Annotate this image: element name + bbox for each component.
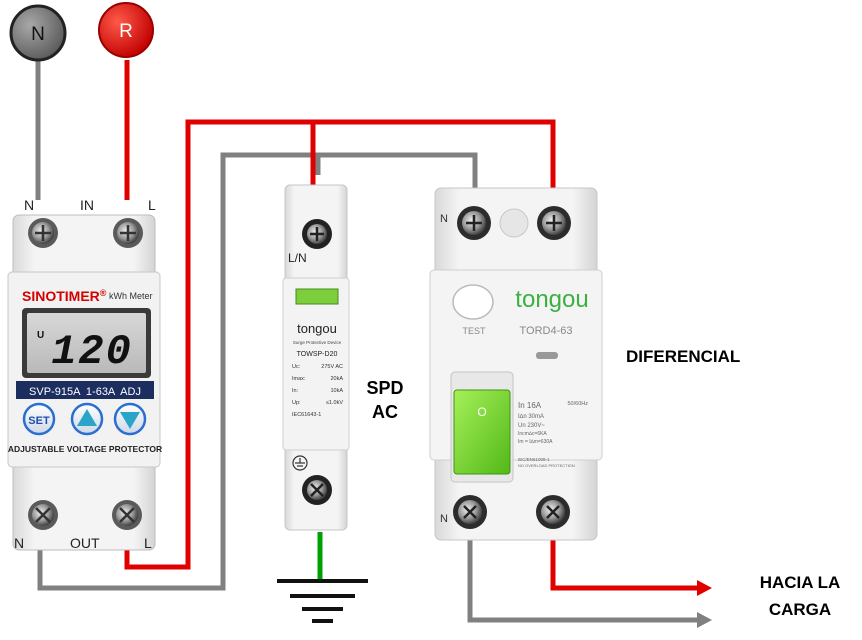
rcd-toggle-lever[interactable]: O xyxy=(453,389,511,475)
display-unit: U xyxy=(37,330,44,341)
output-caption-line2: CARGA xyxy=(768,600,832,619)
surge-protector: L/N tongou Surge Protective Device TOWSP… xyxy=(282,184,350,531)
protector-meter-label: kWh Meter xyxy=(109,291,153,301)
spd-spec-table: Uc: 275V AC Imax: 20kA In: 10kA Up: ≤1.0… xyxy=(292,364,343,418)
spd-caption-line1: SPD xyxy=(366,378,404,398)
protector-top-in-label: IN xyxy=(80,197,94,213)
neutral-supply-label: N xyxy=(31,24,45,45)
screw-icon xyxy=(113,218,143,248)
screw-icon xyxy=(28,500,58,530)
spd-model: TOWSP-D20 xyxy=(297,351,338,358)
down-button[interactable] xyxy=(113,402,147,436)
spd-spec-key: Up: xyxy=(292,400,301,406)
spd-subtitle: Surge Protective Device xyxy=(293,340,342,345)
set-button[interactable]: SET xyxy=(22,402,56,436)
rcd-spec: Im = I∆m=630A xyxy=(518,439,553,445)
rcd-phase-out xyxy=(550,535,700,591)
protector-bottom-n-label: N xyxy=(14,535,24,551)
earth-symbol-icon xyxy=(292,455,308,471)
rcd-spec: Incm∆c=6KA xyxy=(518,431,547,437)
neutral-supply-node: N xyxy=(9,4,67,62)
phase-supply-label: R xyxy=(119,21,133,42)
protector-top-n-label: N xyxy=(24,197,34,213)
screw-icon xyxy=(536,495,570,529)
spd-spec-value: 20kA xyxy=(330,376,343,382)
svg-text:SINOTIMER®: SINOTIMER® xyxy=(22,288,107,304)
screw-icon xyxy=(457,206,491,240)
rcd-spec-block: In 16A 50/60Hz I∆n 30mA Un 230V~ Incm∆c=… xyxy=(518,401,588,468)
residual-current-device: N TEST tongou TORD4-63 O In 16A 50/60Hz xyxy=(429,187,603,541)
rcd-freq: 50/60Hz xyxy=(568,401,589,407)
rcd-bottom-n-label: N xyxy=(440,513,448,525)
protector-brand: SINOTIMER xyxy=(22,288,100,304)
spd-standard: IEC61643-1 xyxy=(292,412,321,418)
rcd-neutral-out xyxy=(467,535,700,623)
rcd-caption: DIFERENCIAL xyxy=(626,347,741,366)
screw-icon xyxy=(302,219,332,249)
rcd-spec: I∆n 30mA xyxy=(518,413,544,420)
spd-brand: tongou xyxy=(297,321,337,336)
spd-spec-value: ≤1.0kV xyxy=(326,400,343,406)
protector-bottom-out-label: OUT xyxy=(70,535,100,551)
output-caption-line1: HACIA LA xyxy=(759,573,841,592)
rcd-brand: tongou xyxy=(515,286,588,313)
rcd-spec: Un 230V~ xyxy=(518,423,545,429)
rcd-top-n-label: N xyxy=(440,213,448,225)
spd-spec-key: In: xyxy=(292,388,299,394)
spd-spec-value: 275V AC xyxy=(321,364,343,370)
rcd-blank-terminal xyxy=(499,208,529,238)
rcd-toggle-mark: O xyxy=(477,405,486,419)
neutral-out-wire xyxy=(37,152,478,591)
rcd-test-label: TEST xyxy=(462,326,486,336)
spd-spec-key: Imax: xyxy=(292,376,306,382)
wires xyxy=(35,60,712,628)
test-button[interactable] xyxy=(452,284,494,320)
ground-symbol xyxy=(277,579,368,623)
screw-icon xyxy=(537,206,571,240)
up-arrow-icon xyxy=(77,409,97,426)
rcd-model: TORD4-63 xyxy=(520,325,573,337)
voltage-protector: N IN L SINOTIMER® kWh Meter U 120 SVP-91… xyxy=(7,197,162,551)
protector-brand-mark: ® xyxy=(100,288,107,298)
protector-top-l-label: L xyxy=(148,197,156,213)
screw-icon xyxy=(453,495,487,529)
screw-icon xyxy=(28,218,58,248)
rcd-standard: IEC/EN61008-1 xyxy=(518,457,550,462)
spd-spec-value: 10kA xyxy=(330,388,343,394)
spd-terminal-label: L/N xyxy=(288,251,307,265)
phase-arrow-head xyxy=(697,580,712,596)
protector-model: SVP-915A 1-63A ADJ xyxy=(29,386,141,398)
protector-footer: ADJUSTABLE VOLTAGE PROTECTOR xyxy=(8,444,162,454)
phase-supply-node: R xyxy=(98,2,154,58)
spd-spec-key: Uc: xyxy=(292,364,301,370)
down-arrow-icon xyxy=(120,412,140,429)
screw-icon xyxy=(112,500,142,530)
rcd-note: NO OVERLOAD PROTECTION xyxy=(518,463,575,468)
spd-caption-line2: AC xyxy=(372,402,398,422)
display-value: 120 xyxy=(51,328,133,376)
protector-bottom-l-label: L xyxy=(144,535,152,551)
phase-out-wire xyxy=(124,119,556,570)
neutral-arrow-head xyxy=(697,612,712,628)
spd-status-window xyxy=(295,288,339,305)
screw-icon xyxy=(302,475,332,505)
set-button-label: SET xyxy=(28,415,50,427)
rcd-spec: In 16A xyxy=(518,401,542,410)
up-button[interactable] xyxy=(70,402,104,436)
rcd-indicator xyxy=(536,352,558,359)
